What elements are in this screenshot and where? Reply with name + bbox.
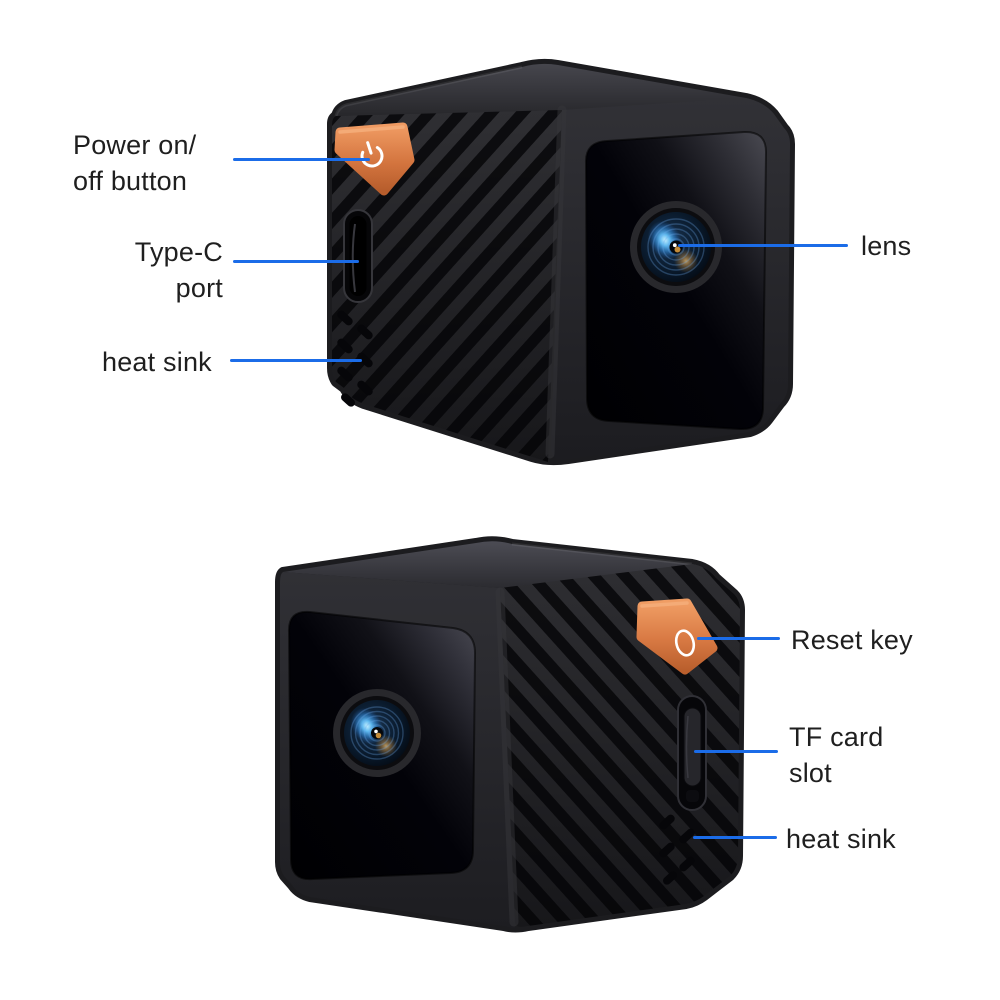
leader-power-button — [233, 158, 370, 161]
label-power-line2: off button — [73, 166, 188, 196]
label-heat-sink-bottom: heat sink — [786, 824, 896, 854]
label-power-line1: Power on/ — [73, 130, 197, 160]
label-tf-line2: slot — [789, 758, 832, 788]
leader-reset-key — [697, 637, 780, 640]
heat-sink-vents — [659, 814, 695, 885]
camera-lens — [333, 689, 421, 777]
leader-heat-sink-bottom — [693, 836, 777, 839]
edge-highlight — [334, 65, 523, 117]
camera-lens — [630, 201, 722, 293]
corner-bevel — [545, 105, 567, 459]
camera-bottom-view — [275, 536, 745, 933]
label-lens: lens — [861, 231, 912, 261]
leader-lens — [678, 244, 848, 247]
label-power-button: Power on/ off button — [73, 127, 196, 199]
label-tf-card-slot: TF card slot — [789, 719, 883, 791]
label-type-c-line2: port — [175, 273, 223, 303]
reset-circle-icon — [674, 629, 696, 657]
leader-heat-sink-top — [230, 359, 362, 362]
reset-key-button — [636, 598, 718, 675]
camera-top-face — [336, 63, 774, 116]
heat-sink-vents — [337, 310, 373, 407]
corner-bevel — [495, 587, 519, 927]
camera-top-view — [327, 58, 795, 466]
edge-highlight — [511, 542, 693, 566]
label-reset-key: Reset key — [791, 625, 913, 655]
leader-tf-card-slot — [694, 750, 778, 753]
tf-card-slot — [677, 695, 707, 811]
heat-sink-stripes — [332, 110, 562, 462]
label-tf-line1: TF card — [789, 722, 884, 752]
label-type-c-port: Type-C port — [135, 234, 223, 306]
type-c-port — [343, 209, 373, 303]
label-type-c-line1: Type-C — [134, 237, 223, 267]
label-heat-sink-top: heat sink — [102, 347, 212, 377]
leader-type-c-port — [233, 260, 359, 263]
